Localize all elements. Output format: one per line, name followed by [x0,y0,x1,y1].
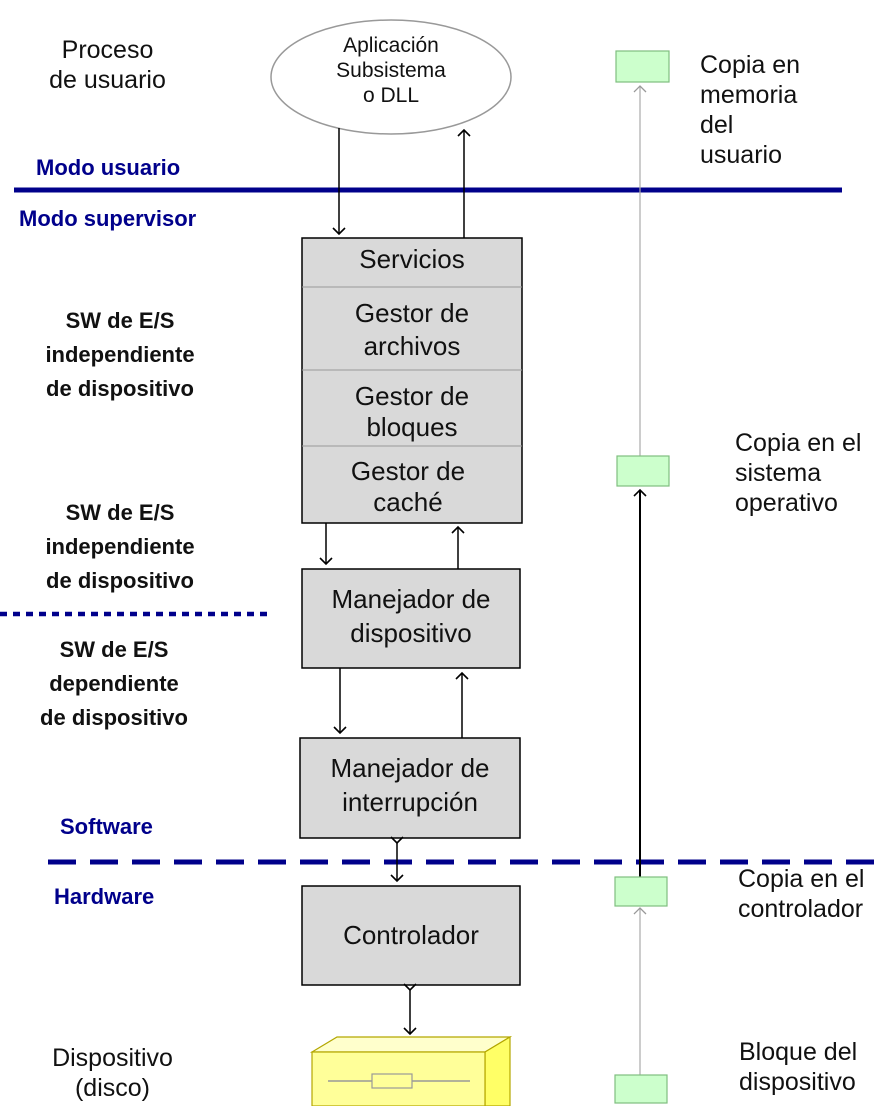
software-label: Software [60,814,153,839]
controller-box [301,885,521,986]
file-manager-box-label: Gestor de archivos [354,298,470,361]
cache-manager-box-label: Gestor de caché [350,456,466,518]
user-memory-copy-label: Copia en memoria del usuario [700,51,801,169]
device-driver-box-label: Manejador de dispositivo [331,584,491,648]
controller-copy-label: Copia en el controlador [738,865,865,923]
device-label: Dispositivo (disco) [52,1044,173,1102]
supervisor-mode-label: Modo supervisor [19,206,197,231]
user-process-label: Proceso de usuario [49,36,166,94]
user-memory-copy-block [615,50,670,83]
hardware-label: Hardware [54,884,155,909]
user-mode-label: Modo usuario [36,155,181,180]
services-box-label: Servicios [359,244,465,274]
disk-icon [309,1035,513,1106]
controller-box-label: Controlador [343,920,479,950]
kernel-services-stack [301,237,523,524]
application-ellipse [270,19,512,135]
sw-dependent-label: SW de E/S dependiente de dispositivo [40,637,188,731]
sw-independent-label-2: SW de E/S independiente de dispositivo [45,500,195,594]
os-copy-label: Copia en el sistema operativo [735,429,862,517]
device-block [614,1074,668,1104]
application-label: Aplicación Subsistema o DLL [336,34,446,108]
device-driver-box [301,568,521,669]
device-block-label: Bloque del dispositivo [739,1038,858,1096]
sw-independent-label-1: SW de E/S independiente de dispositivo [45,308,195,402]
controller-copy-block [614,876,668,907]
interrupt-handler-box-label: Manejador de interrupción [330,753,490,817]
os-copy-block [616,455,670,487]
block-manager-box-label: Gestor de bloques [354,381,470,443]
interrupt-handler-box [299,737,521,839]
